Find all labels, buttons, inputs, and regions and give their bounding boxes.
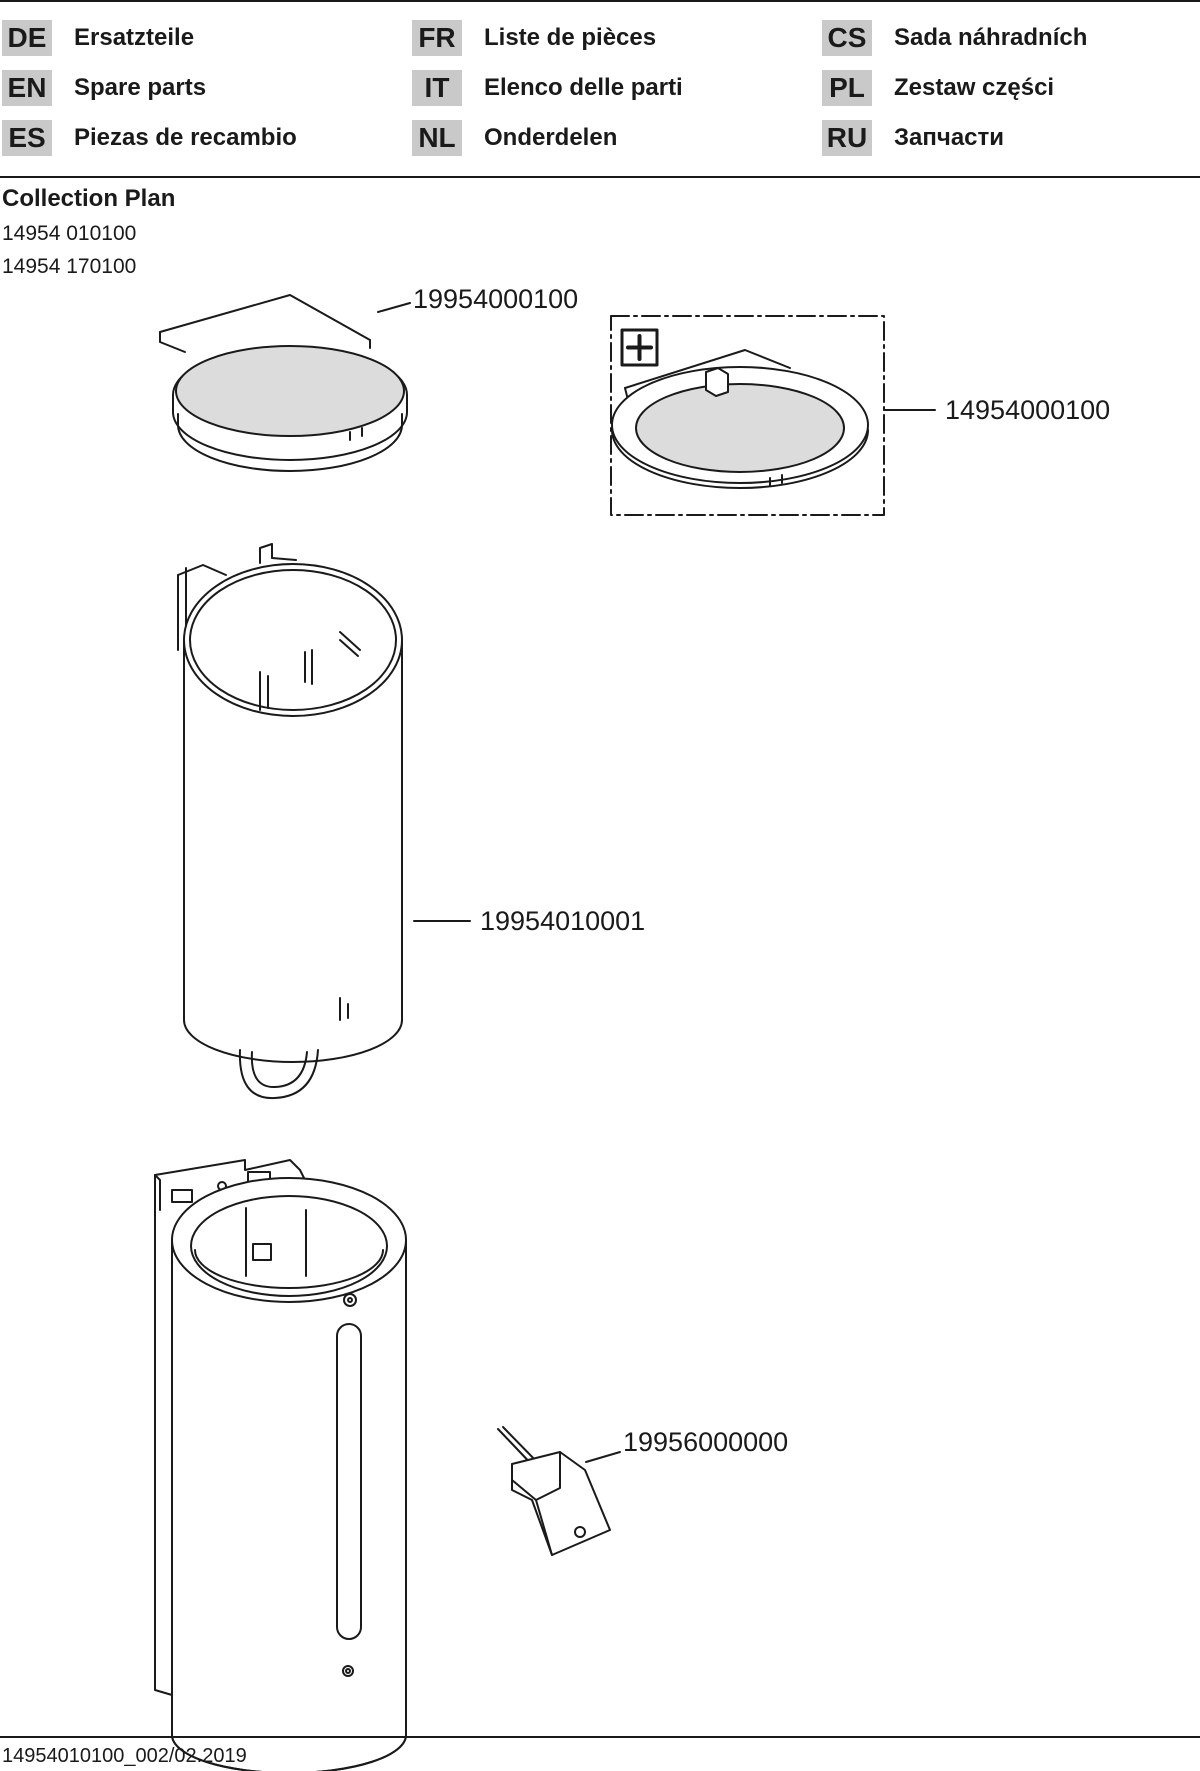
lang-row-it: IT Elenco delle parti bbox=[412, 70, 683, 106]
article-number: 14954 170100 bbox=[2, 255, 137, 278]
leader-line bbox=[377, 302, 411, 313]
top-rule bbox=[0, 0, 1200, 2]
lang-row-nl: NL Onderdelen bbox=[412, 120, 617, 156]
accessory-box bbox=[610, 315, 885, 516]
lid-drawing bbox=[159, 294, 408, 472]
lang-row-ru: RU Запчасти bbox=[822, 120, 1004, 156]
lang-code: FR bbox=[412, 20, 462, 56]
lang-row-de: DE Ersatzteile bbox=[2, 20, 194, 56]
lang-label: Onderdelen bbox=[484, 124, 618, 151]
lang-row-fr: FR Liste de pièces bbox=[412, 20, 656, 56]
lang-label: Liste de pièces bbox=[484, 24, 657, 51]
lang-code: PL bbox=[822, 70, 872, 106]
lang-code: IT bbox=[412, 70, 462, 106]
product-title: Collection Plan bbox=[2, 185, 176, 212]
lang-code: EN bbox=[2, 70, 52, 106]
article-number: 14954 010100 bbox=[2, 222, 137, 245]
inner-container-drawing bbox=[177, 543, 403, 1100]
lang-row-es: ES Piezas de recambio bbox=[2, 120, 297, 156]
lang-code: ES bbox=[2, 120, 52, 156]
lang-label: Spare parts bbox=[74, 74, 207, 101]
bracket-drawing bbox=[497, 1426, 611, 1556]
lang-label: Elenco delle parti bbox=[484, 74, 683, 101]
lang-row-en: EN Spare parts bbox=[2, 70, 206, 106]
lang-code: CS bbox=[822, 20, 872, 56]
leader-line bbox=[585, 1451, 621, 1463]
lang-code: NL bbox=[412, 120, 462, 156]
housing-drawing bbox=[154, 1159, 407, 1771]
header-rule bbox=[0, 176, 1200, 178]
lang-code: RU bbox=[822, 120, 872, 156]
lang-label: Запчасти bbox=[894, 124, 1005, 151]
lang-label: Zestaw części bbox=[894, 74, 1055, 101]
part-number-bracket: 19956000000 bbox=[623, 1427, 788, 1457]
document-code: 14954010100_002/02.2019 bbox=[2, 1745, 247, 1767]
lang-label: Piezas de recambio bbox=[74, 124, 297, 151]
part-number-lid-accessory: 14954000100 bbox=[945, 395, 1110, 425]
part-number-lid: 19954000100 bbox=[413, 284, 578, 314]
lang-row-cs: CS Sada náhradních bbox=[822, 20, 1087, 56]
plus-icon bbox=[620, 328, 659, 367]
lang-label: Sada náhradních bbox=[894, 24, 1088, 51]
footer-rule bbox=[0, 1736, 1200, 1738]
lang-row-pl: PL Zestaw części bbox=[822, 70, 1054, 106]
lang-label: Ersatzteile bbox=[74, 24, 195, 51]
part-number-inner-container: 19954010001 bbox=[480, 906, 645, 936]
lang-code: DE bbox=[2, 20, 52, 56]
